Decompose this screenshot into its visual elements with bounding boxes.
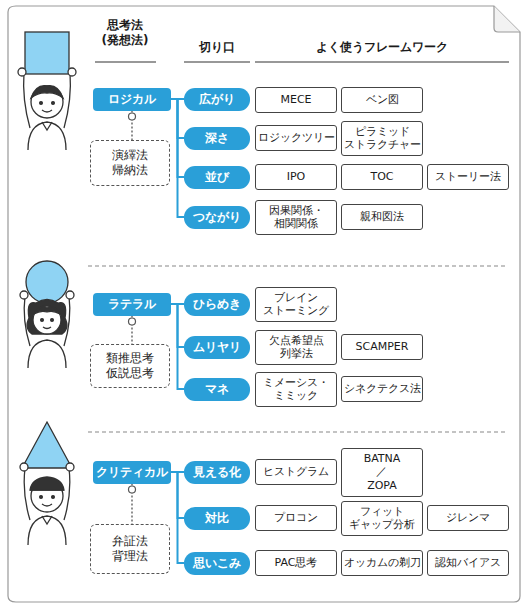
box-text: ジレンマ [446, 511, 490, 524]
box-text: ストーリー法 [435, 170, 501, 183]
box-text: 因果関係・ 相関関係 [269, 204, 324, 231]
framework-box: オッカムの剃刀 [341, 550, 423, 576]
framework-box: PAC思考 [255, 550, 337, 576]
framework-box: ブレイン ストーミング [255, 287, 337, 322]
header-underline [184, 61, 250, 62]
method-pill: ラテラル [93, 293, 171, 316]
angle-pill: 思いこみ [184, 552, 250, 575]
box-text: 並び [205, 170, 229, 185]
box-text: MECE [280, 93, 311, 106]
box-text: ピラミッド ストラクチャー [344, 125, 421, 152]
box-text: オッカムの剃刀 [344, 556, 421, 569]
person-figure [18, 32, 76, 150]
framework-box: MECE [255, 87, 337, 113]
connector [171, 99, 184, 217]
angle-pill: 見える化 [184, 461, 250, 484]
person-figure [20, 261, 74, 368]
box-text: ヒストグラム [263, 465, 329, 478]
angle-pill: 対比 [184, 507, 250, 530]
angle-pill: ムリヤリ [184, 336, 250, 359]
box-text: TOC [370, 170, 393, 183]
box-text: ロジックツリー [258, 131, 335, 144]
box-text: つながり [193, 210, 241, 225]
link-ring [129, 486, 136, 493]
box-text: ミメーシス・ ミミック [263, 376, 329, 403]
box-text: ブレイン ストーミング [263, 291, 329, 318]
framework-box: IPO [255, 164, 337, 190]
angle-pill: ひらめき [184, 293, 250, 316]
page-outline [8, 6, 520, 602]
box-text: シネクテクス法 [344, 382, 421, 395]
angle-pill: 深さ [184, 127, 250, 150]
angle-pill: 並び [184, 166, 250, 189]
framework-box: 認知バイアス [427, 550, 509, 576]
section-divider [88, 431, 508, 432]
framework-box: 欠点希望点 列挙法 [255, 330, 337, 365]
framework-box: ベン図 [341, 87, 423, 113]
box-text: マネ [205, 382, 229, 397]
box-text: プロコン [274, 511, 318, 524]
box-text: ラテラル [108, 297, 156, 312]
angle-pill: つながり [184, 206, 250, 229]
approach-box: 演繹法 帰納法 [90, 140, 170, 186]
framework-box: プロコン [255, 505, 337, 531]
box-text: ひらめき [193, 297, 241, 312]
box-text: 欠点希望点 列挙法 [269, 334, 324, 361]
framework-box: ヒストグラム [255, 459, 337, 485]
box-text: 広がり [199, 92, 235, 107]
link-ring [129, 113, 136, 120]
framework-box: 因果関係・ 相関関係 [255, 200, 337, 235]
box-text: 類推思考 仮説思考 [106, 351, 154, 380]
header-underline [255, 61, 509, 62]
framework-box: ジレンマ [427, 505, 509, 531]
box-text: SCAMPER [356, 340, 409, 353]
box-text: 対比 [205, 511, 229, 526]
framework-box: ミメーシス・ ミミック [255, 372, 337, 407]
column-header: 思考法 (発想法) [90, 18, 160, 48]
box-text: IPO [287, 170, 306, 183]
angle-pill: マネ [184, 378, 250, 401]
method-pill: クリティカル [93, 461, 171, 484]
box-text: ベン図 [366, 93, 399, 106]
box-text: フィット ギャップ分析 [349, 505, 415, 532]
section-divider [88, 265, 508, 266]
angle-pill: 広がり [184, 88, 250, 111]
box-text: クリティカル [96, 465, 168, 480]
framework-box: ロジックツリー [255, 125, 337, 151]
page-fold [494, 6, 520, 32]
box-text: ムリヤリ [193, 340, 241, 355]
column-header: 切り口 [177, 40, 257, 55]
framework-box: ピラミッド ストラクチャー [341, 121, 423, 156]
framework-box: フィット ギャップ分析 [341, 501, 423, 536]
method-pill: ロジカル [93, 88, 171, 111]
box-text: 親和図法 [360, 210, 404, 223]
connector [171, 472, 184, 563]
box-text: 弁証法 背理法 [112, 534, 148, 563]
box-text: 認知バイアス [435, 556, 501, 569]
header-underline [95, 61, 156, 62]
box-text: BATNA／ ZOPA [364, 452, 401, 492]
box-text: 思いこみ [193, 556, 241, 571]
framework-box: BATNA／ ZOPA [341, 448, 423, 497]
box-text: ロジカル [108, 92, 156, 107]
box-text: 深さ [205, 131, 229, 146]
framework-box: TOC [341, 164, 423, 190]
box-text: 演繹法 帰納法 [112, 148, 148, 177]
approach-box: 類推思考 仮説思考 [90, 344, 170, 388]
box-text: PAC思考 [275, 556, 318, 569]
framework-box: シネクテクス法 [341, 376, 423, 402]
approach-box: 弁証法 背理法 [90, 524, 170, 574]
column-header: よく使うフレームワーク [257, 40, 507, 55]
link-ring [129, 318, 136, 325]
framework-box: SCAMPER [341, 334, 423, 360]
framework-box: ストーリー法 [427, 164, 509, 190]
box-text: 見える化 [193, 465, 241, 480]
person-figure [20, 422, 74, 545]
framework-box: 親和図法 [341, 204, 423, 230]
connector [171, 304, 184, 389]
